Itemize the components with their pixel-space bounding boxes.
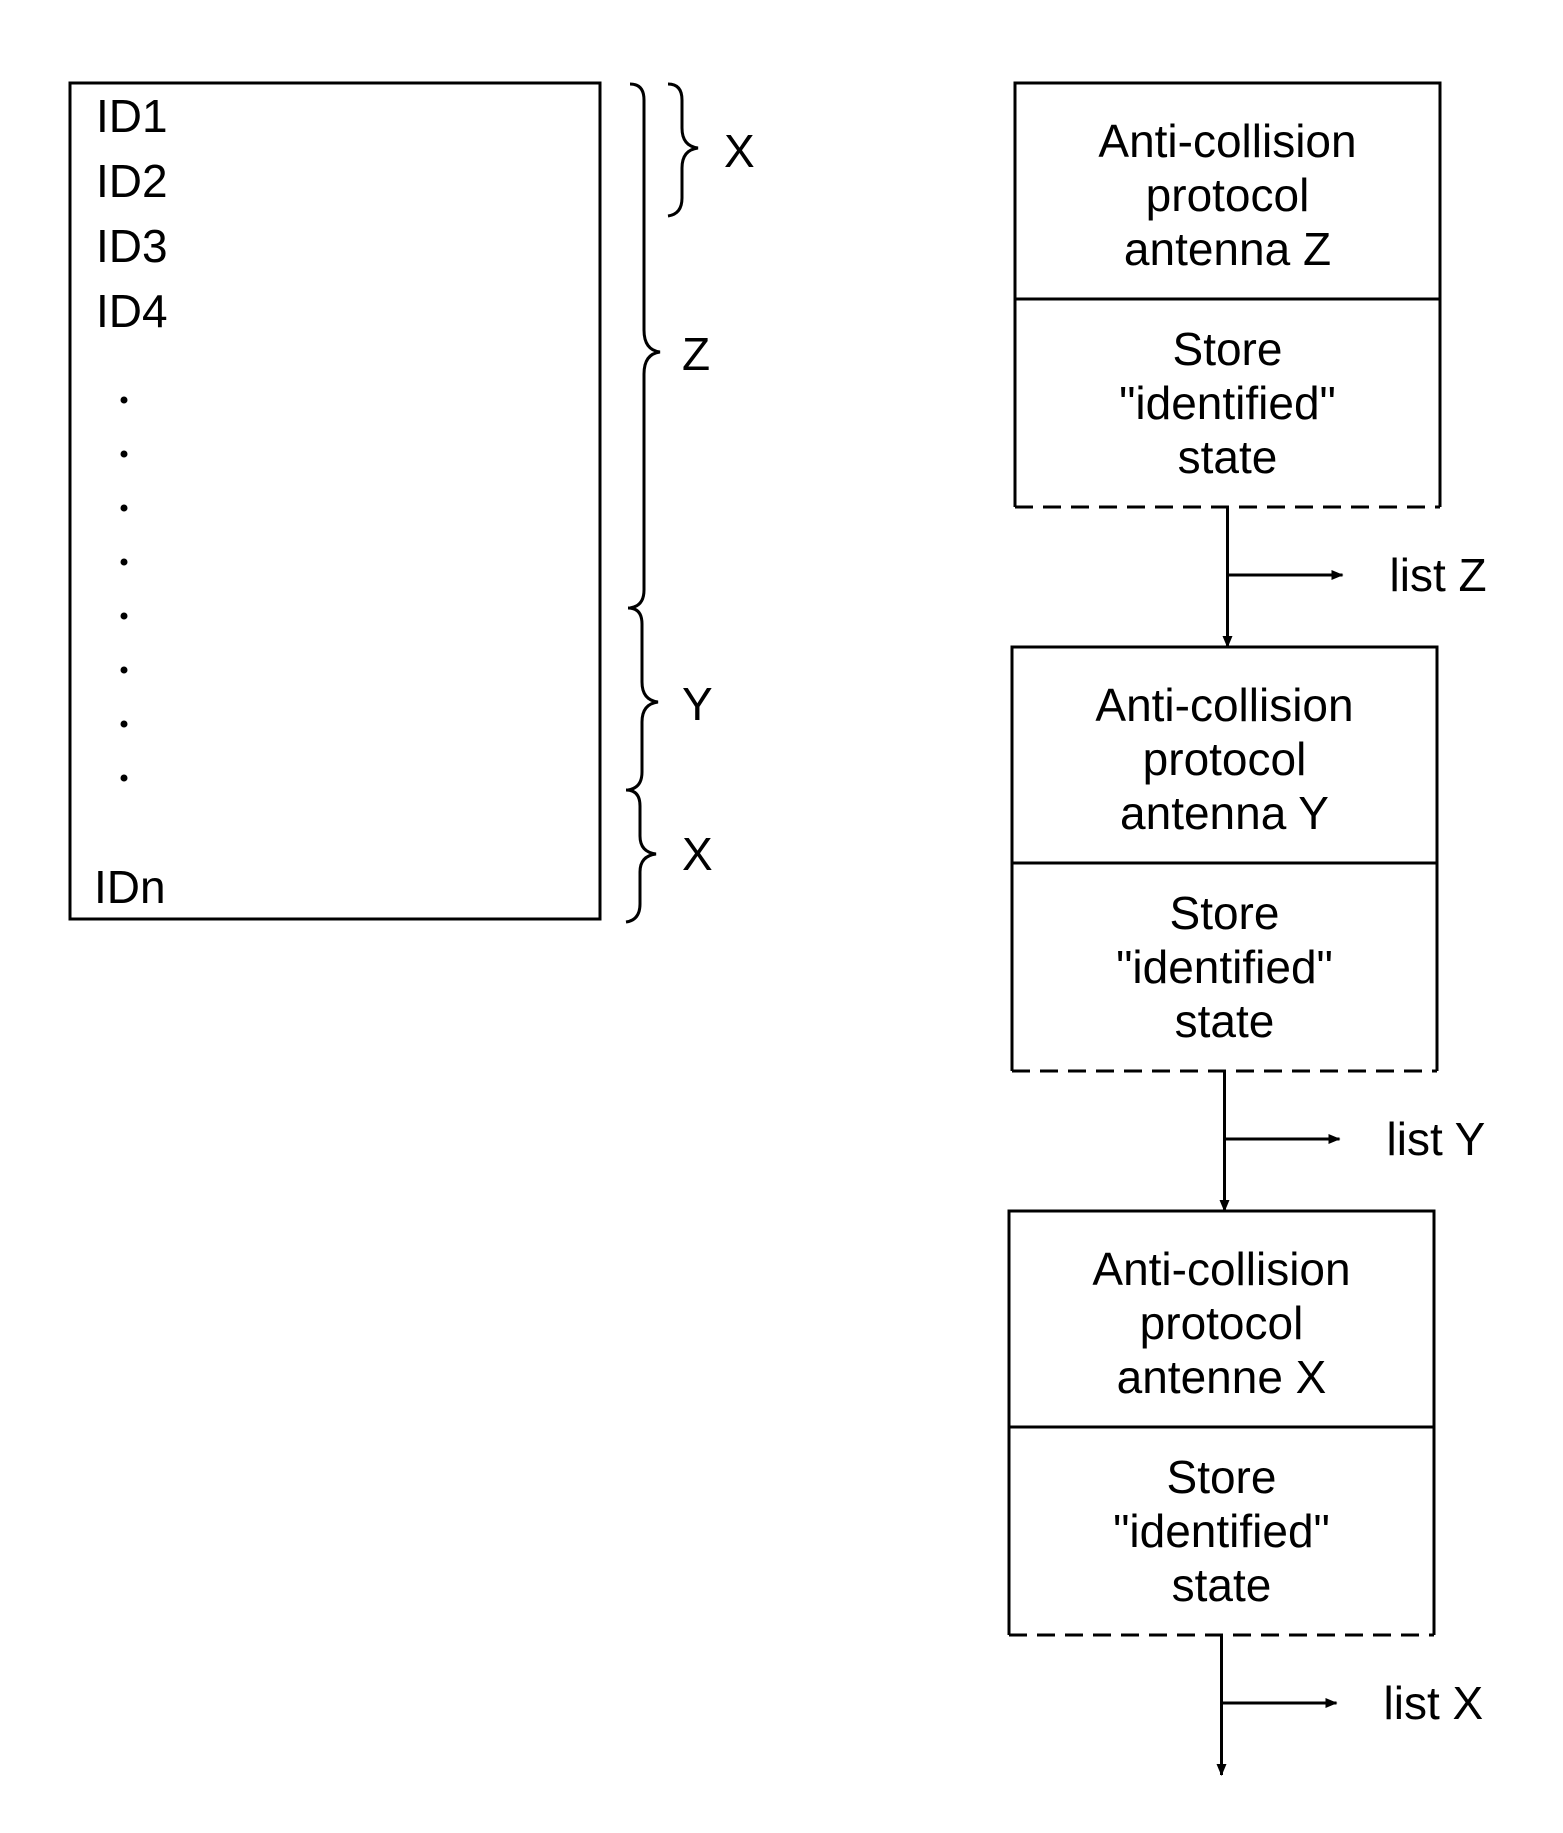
protocol-text-line: Anti-collision bbox=[1092, 1243, 1350, 1295]
ellipsis-dot bbox=[121, 667, 128, 674]
store-text-line: "identified" bbox=[1119, 377, 1336, 429]
store-text-line: state bbox=[1178, 431, 1278, 483]
store-text-line: Store bbox=[1170, 887, 1280, 939]
store-text-line: "identified" bbox=[1116, 941, 1333, 993]
ellipsis-dot bbox=[121, 775, 128, 782]
ellipsis-dot bbox=[121, 451, 128, 458]
ellipsis-dot bbox=[121, 559, 128, 566]
store-text-line: Store bbox=[1173, 323, 1283, 375]
id-item-3: ID3 bbox=[96, 220, 168, 272]
flow-steps: Anti-collisionprotocolantenna ZStore"ide… bbox=[1009, 83, 1487, 1775]
brace-label-z: Z bbox=[682, 328, 710, 380]
brace-x-top bbox=[668, 84, 698, 216]
protocol-text-line: antenne X bbox=[1117, 1351, 1327, 1403]
protocol-text-line: Anti-collision bbox=[1095, 679, 1353, 731]
brace-label-y: Y bbox=[682, 678, 713, 730]
store-text-line: state bbox=[1175, 995, 1275, 1047]
ellipsis-dot bbox=[121, 721, 128, 728]
brace-x-bottom bbox=[626, 790, 656, 922]
output-list-label: list Y bbox=[1387, 1113, 1486, 1165]
store-text-line: Store bbox=[1167, 1451, 1277, 1503]
brace-z bbox=[630, 84, 660, 608]
id-item-1: ID1 bbox=[96, 90, 168, 142]
brace-label-x-top: X bbox=[724, 125, 755, 177]
id-item-2: ID2 bbox=[96, 155, 168, 207]
ellipsis-dot bbox=[121, 397, 128, 404]
protocol-text-line: Anti-collision bbox=[1098, 115, 1356, 167]
protocol-text-line: antenna Z bbox=[1124, 223, 1331, 275]
store-text-line: "identified" bbox=[1113, 1505, 1330, 1557]
ellipsis-dot bbox=[121, 613, 128, 620]
output-list-label: list Z bbox=[1390, 549, 1487, 601]
protocol-text-line: protocol bbox=[1146, 169, 1310, 221]
id-item-last: IDn bbox=[94, 861, 166, 913]
protocol-text-line: antenna Y bbox=[1120, 787, 1329, 839]
id-list-box bbox=[70, 83, 600, 919]
store-text-line: state bbox=[1172, 1559, 1272, 1611]
ellipsis-dot bbox=[121, 505, 128, 512]
id-item-4: ID4 bbox=[96, 285, 168, 337]
output-list-label: list X bbox=[1384, 1677, 1484, 1729]
protocol-text-line: protocol bbox=[1140, 1297, 1304, 1349]
ellipsis-dots bbox=[121, 397, 128, 782]
brace-y bbox=[628, 608, 658, 790]
brace-label-x-bottom: X bbox=[682, 828, 713, 880]
protocol-text-line: protocol bbox=[1143, 733, 1307, 785]
